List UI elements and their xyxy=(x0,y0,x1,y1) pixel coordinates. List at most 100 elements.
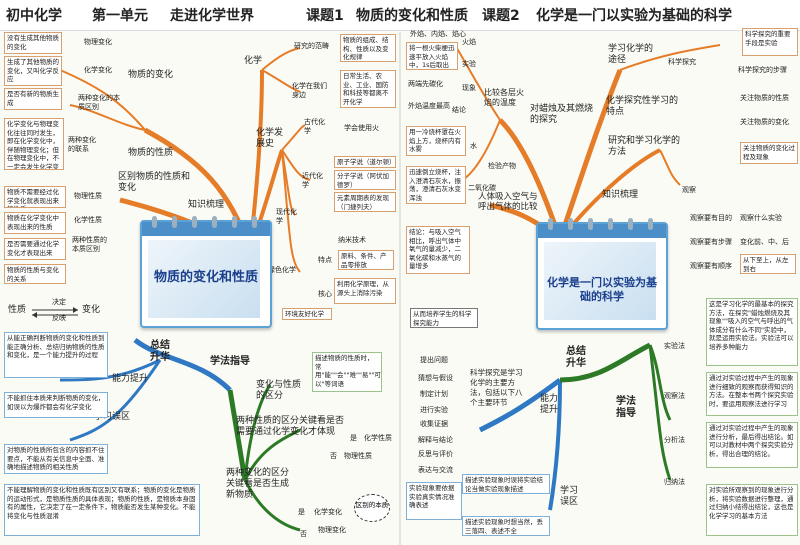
mistake-3: 不能理解物质的变化和性质既有区别又有联系；物质的变化是物质的运动形式，是物质性质… xyxy=(4,484,200,536)
method-1: 变化与性质的区分 xyxy=(256,380,302,401)
header-unit: 第一单元 xyxy=(92,8,148,24)
mistake-r-2: 描述实验现象时误将实验结论当做实验现象描述 xyxy=(462,474,550,494)
conclusion-def: 外焰温度最高 xyxy=(408,102,450,110)
label-knowledge: 知识梳理 xyxy=(188,200,225,210)
header-topic1-label: 课题1 xyxy=(306,8,344,24)
m2-phys: 物理性质 xyxy=(344,452,372,460)
label-summary: 总结升华 xyxy=(150,340,170,363)
card-right-title: 化学是一门以实验为基础的科学 xyxy=(547,276,657,303)
node-sci-inquiry: 科学探究 xyxy=(668,58,696,66)
observe-1: 观察要有目的 xyxy=(690,214,732,222)
card-left-title: 物质的变化和性质 xyxy=(153,270,258,285)
phys-property-def: 物质不需要经过化学变化就表现出来的性质 xyxy=(4,186,66,208)
node-chem-property: 化学性质 xyxy=(74,216,102,224)
node-change-relation: 两种变化的联系 xyxy=(68,136,96,153)
step-7: 反思与评价 xyxy=(418,450,453,458)
chem-property-def: 物质在化学变化中表现出来的性质 xyxy=(4,212,66,234)
node-distinguish: 区别物质的性质和变化 xyxy=(118,172,191,193)
node-conclusion: 结论 xyxy=(452,106,466,114)
feature-2: 关注物质的变化 xyxy=(740,118,789,126)
node-water: 水 xyxy=(470,142,477,150)
node-inquiry-feature: 化学探究性学习的特点 xyxy=(606,96,679,117)
label-method-r: 学法指导 xyxy=(616,396,636,419)
step-8: 表达与交流 xyxy=(418,466,453,474)
node-contemporary: 现代化学 xyxy=(276,208,297,225)
co2-test: 迅速倒立烧杯，注入澄清石灰水，振荡，澄清石灰水变浑浊 xyxy=(406,166,466,204)
header-topic2-label: 课题2 xyxy=(482,8,520,24)
label-method: 学法指导 xyxy=(210,356,250,367)
node-core: 核心 xyxy=(318,290,332,298)
method-analysis: 分析法 xyxy=(664,436,685,444)
step-5: 收集证据 xyxy=(420,420,448,428)
m2-no: 否 xyxy=(330,452,337,460)
phenomenon-def: 两端先碳化 xyxy=(408,80,443,88)
node-phys-change: 物理变化 xyxy=(84,38,112,46)
method-observe-def: 通过对实验过程中产生的现象进行细致的观察而获得知识的方法。在整本书两个探究实验时… xyxy=(706,372,798,416)
method-3: 两种变化的区分关键看是否生成新物质 xyxy=(226,468,290,500)
chem-around-def: 日常生活、农业、工业、国防和科技等都离不开化学 xyxy=(340,70,396,108)
nano-tech: 纳米技术 xyxy=(338,236,366,244)
method-induction: 归纳法 xyxy=(664,478,685,486)
mistake-r-3: 描述实验现象时想当然，丢三落四、表述不全 xyxy=(462,516,550,536)
inquiry-def-1: 科学探究的重要手段是实验 xyxy=(742,28,798,56)
node-research-scope: 研究的范畴 xyxy=(294,42,329,50)
step-1: 提出问题 xyxy=(420,356,448,364)
arrow-decide: 决定 xyxy=(52,298,66,306)
node-study-method: 研究和学习化学的方法 xyxy=(608,136,681,157)
molecule-theory: 分子学说（阿伏加德罗） xyxy=(334,170,396,190)
m3-no: 否 xyxy=(300,530,307,538)
m3-phys: 物理变化 xyxy=(318,526,346,534)
card-right: 化学是一门以实验为基础的科学 xyxy=(536,218,668,330)
node-ancient: 古代化学 xyxy=(304,118,325,135)
m3-yes: 是 xyxy=(298,508,305,516)
node-green-chem: 绿色化学 xyxy=(268,266,296,274)
node-detect-product: 检验产物 xyxy=(488,162,516,170)
node-chemistry: 化学 xyxy=(244,56,263,66)
node-property-essence: 两种性质的本质区别 xyxy=(72,236,107,253)
breath-conclusion: 结论：与吸入空气相比，呼出气体中氧气的量减少，二氧化碳和水蒸气的量增多 xyxy=(406,226,470,274)
feature-def: 原料、条件、产品零排放 xyxy=(338,250,394,270)
node-change: 变化 xyxy=(82,305,101,315)
water-test: 用一冷烧杯罩在火焰上方，烧杯内有水雾 xyxy=(406,126,466,156)
node-phys-property: 物理性质 xyxy=(74,192,102,200)
node-material-change: 物质的变化 xyxy=(128,70,174,80)
eco-chem: 环境友好化学 xyxy=(282,308,332,320)
m2-yes: 是 xyxy=(350,434,357,442)
node-material-property: 物质的性质 xyxy=(128,148,174,158)
node-modern-early: 近代化学 xyxy=(302,172,323,189)
node-chem-change: 化学变化 xyxy=(84,66,112,74)
header-unit-title: 走进化学世界 xyxy=(170,8,254,24)
m2-chem: 化学性质 xyxy=(364,434,392,442)
node-breath: 人体吸入空气与呼出气体的比较 xyxy=(478,192,538,212)
node-property: 性质 xyxy=(8,305,27,315)
relation-def: 物质的性质与变化的关系 xyxy=(4,264,66,284)
method-analysis-def: 通过对实验过程中产生的现象进行分析，最后得出结论。如可以对教材中两个探究实验分析… xyxy=(706,422,798,468)
node-co2: 二氧化碳 xyxy=(468,184,496,192)
mistake-r-1: 实验现象要依据实验真实情况准确表述 xyxy=(406,482,462,520)
step-2: 猜想与假设 xyxy=(418,374,453,382)
inquiry-def-2: 科学探究的步骤 xyxy=(738,66,787,74)
feature-1: 关注物质的性质 xyxy=(740,94,789,102)
chem-change-def: 生成了其他物质的变化，又叫化学反应 xyxy=(4,56,62,86)
method-experiment-def: 这是学习化学的最基本的探究方法，在探究"蜡烛燃烧及其现象""吸入的空气与呼出的气… xyxy=(706,298,798,366)
header-topic1-title: 物质的变化和性质 xyxy=(356,8,468,24)
experiment-def: 将一根火柴梗迅速平放入火焰中，1s后取出 xyxy=(406,42,458,70)
arrow-reflect: 反映 xyxy=(52,314,66,322)
m3-chem: 化学变化 xyxy=(314,508,342,516)
label-ability-r: 能力提升 xyxy=(540,394,559,415)
atom-theory: 原子学说（道尔顿） xyxy=(334,156,396,168)
node-change-essence: 两种变化的本质区别 xyxy=(78,94,120,111)
change-essence-def: 是否有新的物质生成 xyxy=(4,88,62,110)
study-method-def: 关注物质的变化过程及现象 xyxy=(740,142,798,164)
property-essence-def: 是否需要通过化学变化才表现出来 xyxy=(4,238,66,260)
arrow-icon xyxy=(32,307,78,318)
label-summary-r: 总结升华 xyxy=(566,346,586,369)
card-left: 物质的变化和性质 xyxy=(140,216,272,328)
observe-2: 观察要有步骤 xyxy=(690,238,732,246)
header-course: 初中化学 xyxy=(6,8,62,24)
node-observe: 观察 xyxy=(682,186,696,194)
page-header: 初中化学 第一单元 走进化学世界 课题1 物质的变化和性质 课题2 化学是一门以… xyxy=(0,0,800,31)
node-history: 化学发展史 xyxy=(256,128,284,149)
label-knowledge-r: 知识梳理 xyxy=(602,190,639,200)
method-induction-def: 对实验所观察到的现象进行分析，将实验数据进行整理，通过归纳小结得出结论，这也是化… xyxy=(706,484,798,536)
